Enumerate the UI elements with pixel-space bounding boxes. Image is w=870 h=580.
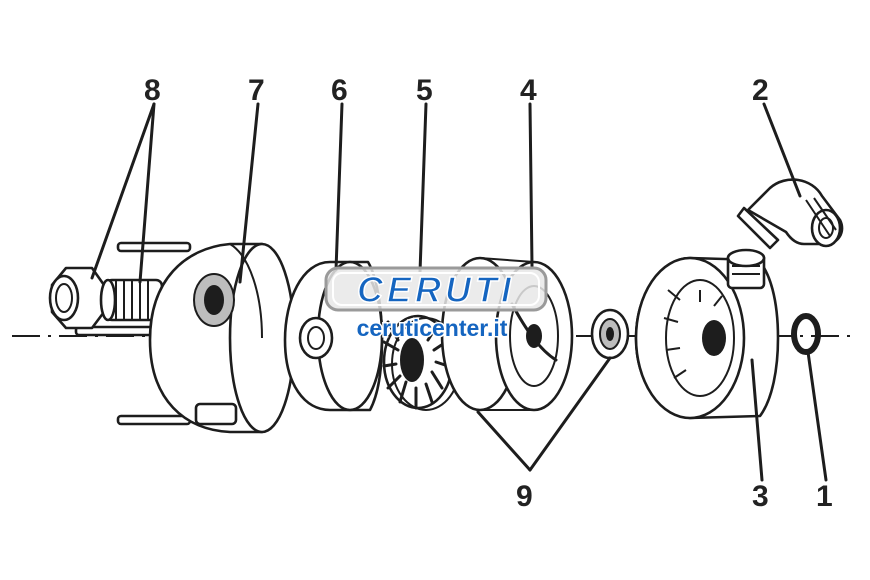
callout-2: 2 xyxy=(752,74,769,107)
ceruti-watermark: CERUTI ceruticenter.it xyxy=(324,266,548,343)
watermark-url: ceruticenter.it xyxy=(357,315,508,341)
callout-1: 1 xyxy=(816,480,833,513)
callout-6: 6 xyxy=(331,74,348,107)
callout-9: 9 xyxy=(516,480,533,513)
part-2-elbow-fitting xyxy=(736,178,844,250)
part-9-seal xyxy=(590,308,630,360)
part-7-rear-casing xyxy=(148,242,296,434)
callout-5: 5 xyxy=(416,74,433,107)
callout-4: 4 xyxy=(520,74,537,107)
part-5-impeller xyxy=(382,314,461,411)
leader-lines xyxy=(90,102,828,482)
part-1-o-ring xyxy=(791,313,821,355)
watermark-brand: CERUTI xyxy=(357,269,515,310)
callout-7: 7 xyxy=(248,74,265,107)
part-3-pump-body xyxy=(634,248,780,420)
callout-3: 3 xyxy=(752,480,769,513)
callout-8: 8 xyxy=(144,74,161,107)
callout-labels: 8 7 6 5 4 2 9 3 1 xyxy=(144,74,833,513)
